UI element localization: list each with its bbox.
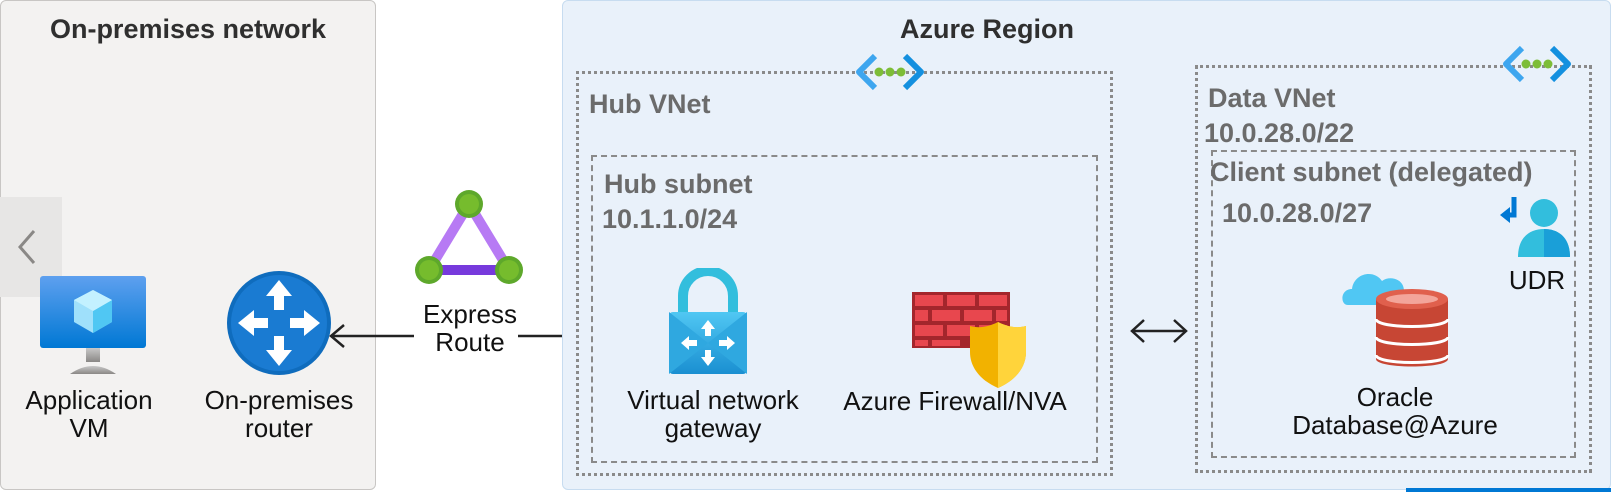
- client-subnet-cidr: 10.0.28.0/27: [1222, 198, 1373, 228]
- udr-label: UDR: [1508, 265, 1566, 295]
- azure-region-panel: [562, 0, 1611, 490]
- vnet-peering-arrow: [1128, 316, 1190, 346]
- expressroute-icon: [414, 188, 524, 288]
- router-label: On-premises router: [204, 385, 354, 443]
- accent-bar: [1406, 488, 1611, 492]
- firewall-icon: [912, 292, 1032, 392]
- app-vm-label: Application VM: [25, 385, 153, 443]
- firewall-label: Azure Firewall/NVA: [843, 386, 1067, 416]
- chevron-left-icon: [12, 227, 42, 267]
- db-label-line1: Oracle: [1356, 382, 1434, 412]
- hub-vnet-box: [576, 71, 1113, 476]
- client-subnet-box: [1211, 150, 1576, 458]
- data-vnet-box: [1195, 65, 1592, 473]
- client-subnet-title: Client subnet (delegated): [1210, 157, 1533, 187]
- onprem-panel: [0, 0, 376, 490]
- db-label-line2: Database@Azure: [1292, 410, 1498, 440]
- router-icon: [226, 270, 332, 376]
- hub-subnet-cidr: 10.1.1.0/24: [602, 204, 738, 234]
- udr-icon: [1500, 193, 1570, 259]
- virtual-machine-icon: [40, 276, 146, 376]
- data-vnet-cidr: 10.0.28.0/22: [1204, 118, 1355, 148]
- data-vnet-title: Data VNet: [1208, 83, 1336, 113]
- azure-region-title: Azure Region: [899, 14, 1074, 44]
- hub-vnet-title: Hub VNet: [589, 89, 711, 119]
- expressroute-label-line2: Route: [435, 327, 505, 357]
- hub-subnet-box: [591, 155, 1098, 463]
- hub-subnet-title: Hub subnet: [604, 169, 753, 199]
- onprem-title: On-premises network: [49, 14, 327, 44]
- gateway-label-line2: gateway: [664, 413, 762, 443]
- gateway-label-line1: Virtual network: [627, 385, 799, 415]
- vpn-gateway-icon: [667, 268, 749, 376]
- oracle-database-icon: [1342, 263, 1452, 373]
- vnet-icon: [855, 52, 925, 92]
- expressroute-label-line1: Express: [423, 299, 517, 329]
- vnet-icon: [1502, 44, 1572, 84]
